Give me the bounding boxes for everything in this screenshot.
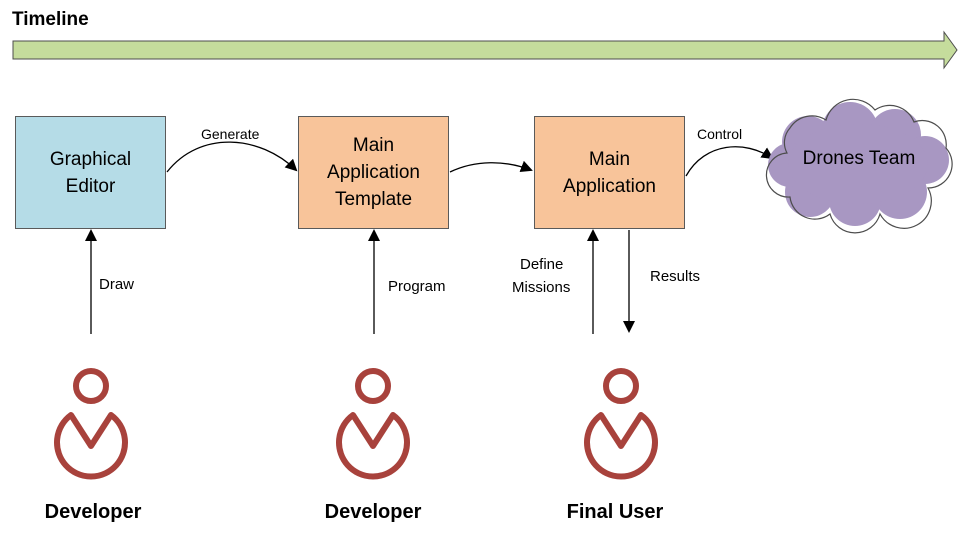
drones-team-label: Drones Team — [802, 148, 916, 169]
missions-label: Missions — [512, 279, 571, 296]
graphical-editor-box: Graphical Editor — [15, 116, 166, 229]
template-line1: Main — [352, 135, 395, 156]
drones-team-cloud — [765, 98, 953, 234]
final-user-label: Final User — [566, 501, 664, 523]
generate-label: Generate — [201, 126, 260, 142]
timeline-arrow — [12, 30, 958, 70]
main-application-line2: Application — [563, 175, 656, 197]
developer-2-user-icon — [336, 368, 410, 480]
main-application-template-box: Main Application Template — [298, 116, 449, 229]
graphical-editor-line1: Graphical — [49, 148, 132, 170]
generate-arrow — [166, 141, 298, 173]
control-arrow — [685, 146, 774, 177]
control-label: Control — [697, 126, 743, 142]
developer-2-label: Developer — [324, 501, 422, 523]
final-user-user-icon — [584, 368, 658, 480]
define-label: Define — [520, 256, 564, 273]
main-application-line1: Main — [588, 148, 631, 170]
developer-1-label: Developer — [44, 501, 142, 523]
template-line2: Application — [327, 162, 420, 183]
timeline-title: Timeline — [12, 9, 89, 30]
results-label: Results — [650, 268, 701, 285]
template-to-app-arrow — [449, 160, 533, 173]
graphical-editor-line2: Editor — [65, 175, 116, 197]
template-line3: Template — [334, 189, 413, 210]
draw-label: Draw — [99, 276, 135, 293]
main-application-box: Main Application — [534, 116, 685, 229]
program-label: Program — [388, 278, 446, 295]
developer-1-user-icon — [54, 368, 128, 480]
